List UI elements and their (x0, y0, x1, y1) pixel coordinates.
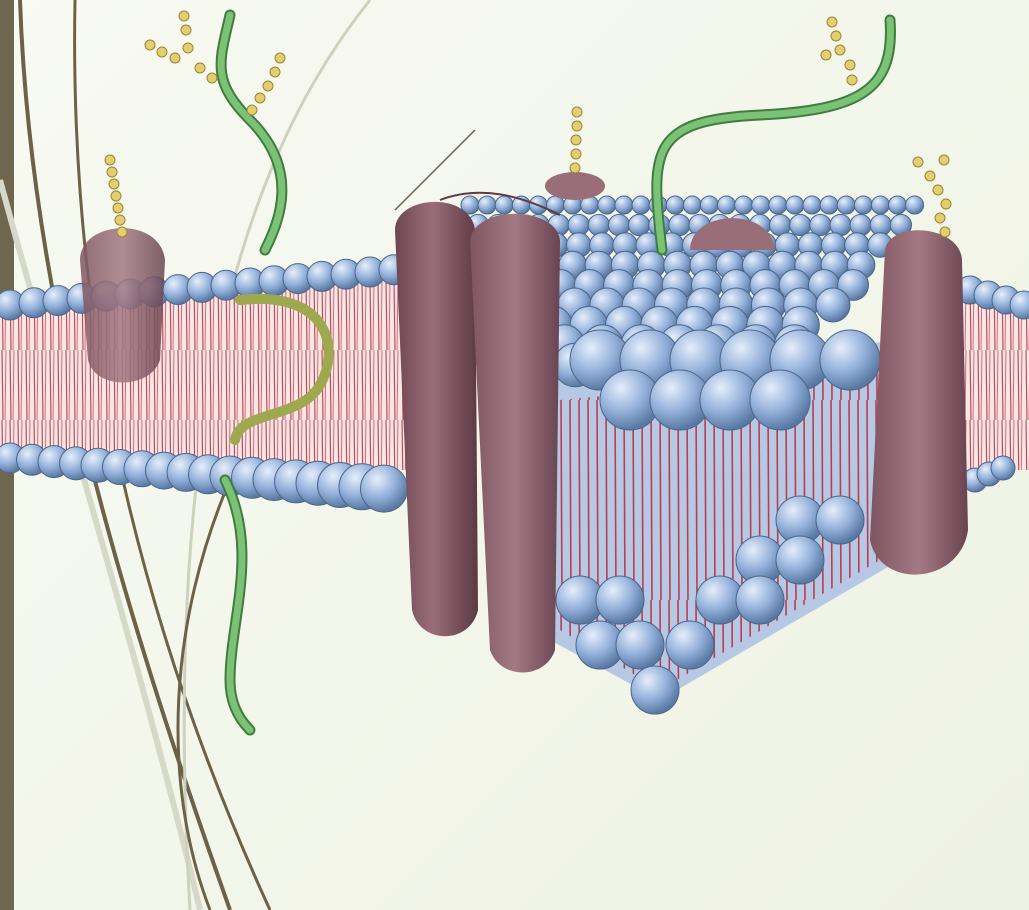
phospholipid-head (810, 214, 831, 235)
phospholipid-head (786, 196, 804, 214)
sugar-unit (113, 203, 123, 213)
phospholipid-head (700, 196, 718, 214)
phospholipid-head (596, 576, 644, 624)
phospholipid-head (666, 621, 714, 669)
phospholipid-head (820, 330, 880, 390)
phospholipid-head (631, 666, 679, 714)
sugar-unit (195, 63, 205, 73)
sugar-unit (111, 191, 121, 201)
sugar-unit (572, 107, 582, 117)
phospholipid-head (871, 196, 889, 214)
sugar-unit (571, 135, 581, 145)
phospholipid-head (735, 196, 753, 214)
sugar-unit (109, 179, 119, 189)
sugar-unit (913, 157, 923, 167)
integral-protein-right (870, 230, 968, 574)
sugar-unit (847, 75, 857, 85)
phospholipid-head (816, 288, 850, 322)
sugar-unit (105, 155, 115, 165)
sugar-unit (275, 53, 285, 63)
sugar-unit (117, 227, 127, 237)
sugar-unit (940, 227, 950, 237)
sugar-unit (107, 167, 117, 177)
sugar-unit (925, 171, 935, 181)
phospholipid-head (495, 196, 513, 214)
sugar-unit (270, 67, 280, 77)
sugar-unit (145, 40, 155, 50)
sugar-unit (570, 163, 580, 173)
phospholipid-bilayer-left (0, 253, 433, 512)
phospholipid-head (820, 196, 838, 214)
sugar-unit (183, 43, 193, 53)
phospholipid-head (803, 196, 821, 214)
sugar-unit (935, 213, 945, 223)
sugar-unit (821, 50, 831, 60)
sugar-unit (247, 105, 257, 115)
sugar-unit (179, 11, 189, 21)
sugar-unit (571, 149, 581, 159)
channel-protein (395, 193, 560, 673)
phospholipid-head (718, 196, 736, 214)
phospholipid-head (683, 196, 701, 214)
phospholipid-head (547, 196, 565, 214)
phospholipid-head (790, 214, 811, 235)
phospholipid-head (752, 196, 770, 214)
sugar-unit (835, 45, 845, 55)
phospholipid-head (598, 196, 616, 214)
phospholipid-head (736, 576, 784, 624)
phospholipid-head (361, 465, 408, 512)
phospholipid-head (906, 196, 924, 214)
sugar-unit (941, 199, 951, 209)
sugar-unit (845, 60, 855, 70)
phospholipid-head (854, 196, 872, 214)
phospholipid-head (616, 621, 664, 669)
sugar-unit (263, 81, 273, 91)
phospholipid-head (837, 196, 855, 214)
sugar-unit (933, 185, 943, 195)
peripheral-protein-left (80, 228, 165, 382)
sugar-unit (115, 215, 125, 225)
phospholipid-head (632, 196, 650, 214)
sugar-unit (572, 121, 582, 131)
phospholipid-head (991, 456, 1015, 480)
sugar-unit (207, 73, 217, 83)
phospholipid-head (588, 214, 609, 235)
sugar-unit (255, 93, 265, 103)
sugar-unit (170, 53, 180, 63)
phospholipid-head (776, 536, 824, 584)
phospholipid-bilayer-right (960, 300, 1029, 470)
sugar-unit (827, 17, 837, 27)
phospholipid-head (816, 496, 864, 544)
surface-protein-top (545, 172, 605, 200)
phospholipid-head (769, 196, 787, 214)
phospholipid-head (615, 196, 633, 214)
phospholipid-head (850, 214, 871, 235)
phospholipid-head (889, 196, 907, 214)
sugar-unit (939, 155, 949, 165)
sugar-unit (181, 25, 191, 35)
phospholipid-head (666, 196, 684, 214)
phospholipid-head (478, 196, 496, 214)
sugar-unit (831, 31, 841, 41)
sugar-unit (157, 47, 167, 57)
phospholipid-head (750, 370, 810, 430)
